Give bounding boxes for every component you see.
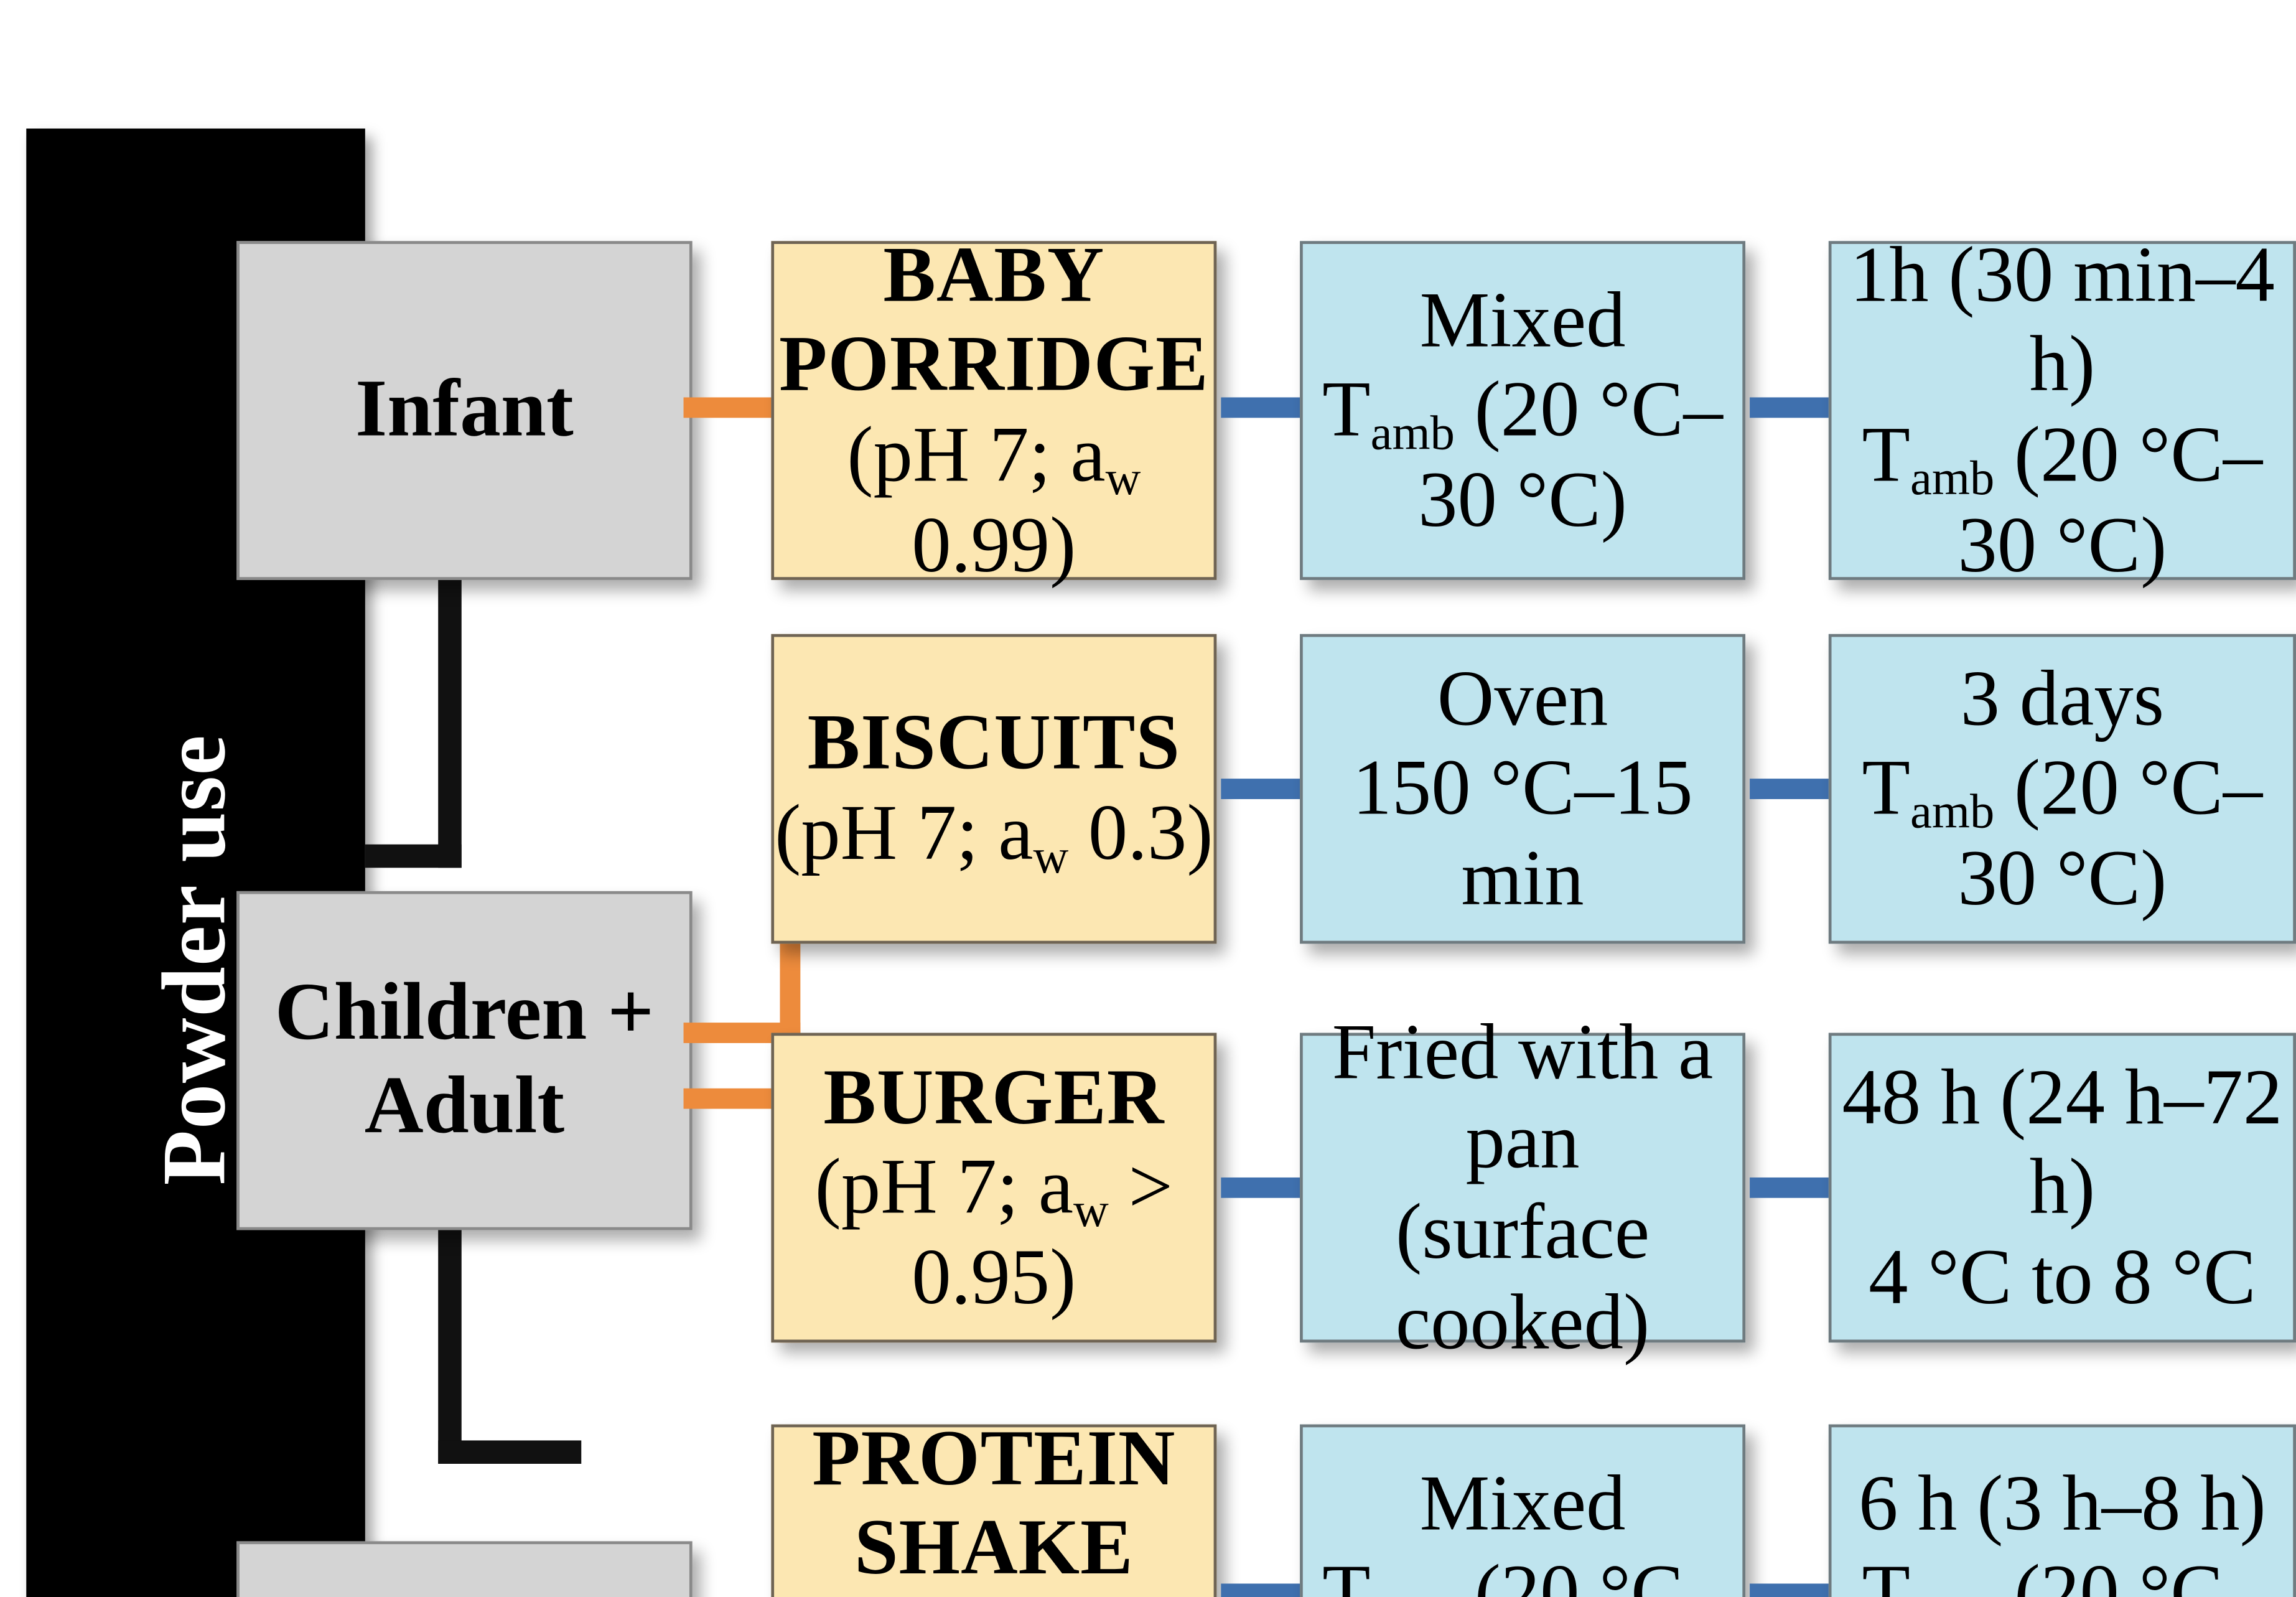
bracket-children-adult-bottom-stub [438,1440,582,1464]
product-box-biscuits[interactable]: BISCUITS (pH 7; aw 0.3) [771,634,1217,944]
preparation-box-row3[interactable]: Fried with a pan (surface cooked) [1300,1008,1746,1365]
storage-line2-suffix: (20 °C–30 °C) [2014,1548,2263,1597]
storage-line2: Tamb (20 °C–30 °C) [1832,1549,2294,1597]
storage-line2: 4 °C to 8 °C [1869,1233,2256,1323]
storage-line2-sub: amb [1910,452,1995,507]
product-properties-suffix: 0.3) [1068,789,1213,877]
blue-connector-row1-prep [1221,397,1303,418]
product-name: BURGER [823,1052,1165,1141]
preparation-line2-prefix: T [1322,1548,1371,1597]
preparation-line2-suffix: (20 °C–30 °C) [1474,1548,1723,1597]
preparation-line1: Oven [1437,653,1608,742]
blue-connector-row3-prep [1221,1177,1303,1198]
product-properties-prefix: (pH 7; a [847,410,1106,499]
product-properties: (pH 7; aw 0.99) [774,411,1214,591]
product-properties-prefix: (pH 7; a [775,789,1034,877]
product-name: BISCUITS [807,699,1180,787]
storage-line2-suffix: (20 °C–30 °C) [1958,410,2263,588]
preparation-line2: Tamb (20 °C–30 °C) [1303,1549,1743,1597]
product-box-protein-shake[interactable]: PROTEIN SHAKE (pH 7; aw 0.99) [771,1414,1217,1597]
preparation-line2-sub: amb [1370,406,1455,461]
preparation-line2-prefix: T [1322,365,1371,454]
product-properties-prefix: (pH 7; a [847,1594,1105,1597]
product-box-baby-porridge[interactable]: BABY PORRIDGE (pH 7; aw 0.99) [771,231,1217,588]
storage-line2-prefix: T [1862,744,1910,832]
blue-connector-row4-prep [1221,1583,1303,1597]
product-properties-suffix: 0.99) [912,500,1076,588]
storage-line2-suffix: (20 °C–30 °C) [1958,744,2263,922]
preparation-line1: Mixed [1419,275,1626,363]
product-name: PROTEIN SHAKE [812,1413,1176,1592]
blue-connector-row4-storage [1750,1583,1832,1597]
preparation-line2-suffix: (surface cooked) [1395,1187,1650,1365]
product-properties: (pH 7; aw > 0.95) [774,1143,1214,1323]
powder-use-label: Powder use [145,734,245,1186]
storage-box-row2[interactable]: 3 days Tamb (20 °C–30 °C) [1828,634,2296,944]
storage-box-row1[interactable]: 1h (30 min–4 h) Tamb (20 °C–30 °C) [1828,231,2296,588]
storage-line1: 3 days [1960,653,2165,742]
group-box-children-adult[interactable]: Children + Adult [236,891,693,1230]
storage-line2-sub: amb [1910,1590,1994,1597]
product-properties: (pH 7; aw 0.3) [775,789,1213,882]
orange-connector-infant [683,397,775,418]
preparation-box-row1[interactable]: Mixed Tamb (20 °C–30 °C) [1300,241,1746,580]
group-box-infant[interactable]: Infant [236,241,693,580]
product-properties-sub: w [1105,452,1141,507]
storage-line2: Tamb (20 °C–30 °C) [1832,411,2294,591]
storage-box-row4[interactable]: 6 h (3 h–8 h) Tamb (20 °C–30 °C) [1828,1424,2296,1597]
storage-line2-prefix: T [1862,1548,1910,1597]
storage-line2-prefix: T [1862,410,1910,499]
storage-line2-suffix: 4 °C to 8 °C [1869,1232,2256,1321]
group-box-adult[interactable]: Adult [236,1541,693,1597]
blue-connector-row1-storage [1750,397,1832,418]
product-properties-sub: w [1073,1184,1109,1239]
blue-connector-row2-prep [1221,779,1303,799]
preparation-line2-suffix: (20 °C–30 °C) [1418,365,1723,543]
product-name: BABY PORRIDGE [779,230,1209,408]
preparation-line1: Mixed [1419,1459,1626,1547]
storage-line1: 6 h (3 h–8 h) [1858,1459,2266,1547]
storage-line2-sub: amb [1910,785,1995,840]
storage-line1: 48 h (24 h–72 h) [1842,1052,2283,1230]
bracket-infant-bottom-stub [365,844,462,868]
product-properties-prefix: (pH 7; a [814,1143,1074,1230]
preparation-box-row4[interactable]: Mixed Tamb (20 °C–30 °C) [1300,1424,1746,1597]
storage-line2: Tamb (20 °C–30 °C) [1832,744,2294,924]
blue-connector-row2-storage [1750,779,1832,799]
product-box-burger[interactable]: BURGER (pH 7; aw > 0.95) [771,1033,1217,1343]
preparation-line1: Fried with a pan [1332,1008,1714,1186]
product-properties-sub: w [1033,830,1069,884]
storage-line1: 1h (30 min–4 h) [1849,230,2275,408]
preparation-box-row2[interactable]: Oven 150 °C–15 min [1300,634,1746,944]
preparation-line2: Tamb (20 °C–30 °C) [1303,365,1743,545]
preparation-line2: (surface cooked) [1303,1187,1743,1367]
product-properties: (pH 7; aw 0.99) [774,1594,1214,1597]
preparation-line2-sub: amb [1371,1590,1455,1597]
blue-connector-row3-storage [1750,1177,1832,1198]
preparation-line2: 150 °C–15 min [1303,744,1743,924]
storage-box-row3[interactable]: 48 h (24 h–72 h) 4 °C to 8 °C [1828,1033,2296,1343]
group-label-children-adult: Children + Adult [274,967,655,1151]
preparation-line2-suffix: 150 °C–15 min [1352,744,1693,922]
group-label-infant: Infant [355,363,574,455]
